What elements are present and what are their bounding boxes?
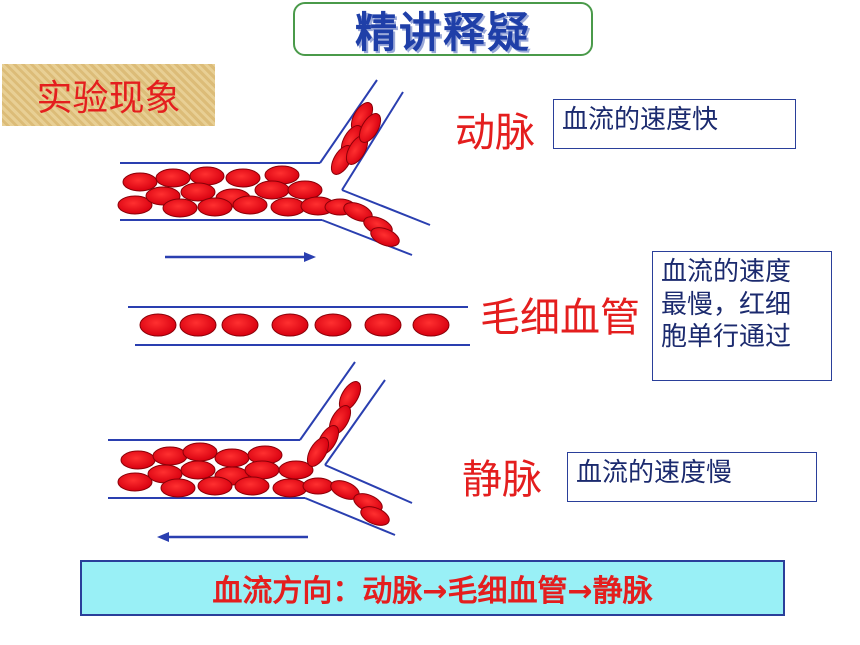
capillary-description-line-2: 最慢，红细 xyxy=(661,289,792,320)
vein-blood-cells xyxy=(117,381,390,526)
capillary-description-line-1: 血流的速度 xyxy=(661,257,792,287)
phenomenon-label-box: 实验现象 xyxy=(2,64,215,126)
artery-description-text: 血流的速度快 xyxy=(562,105,719,135)
artery-vessel xyxy=(120,79,431,256)
artery-flow-arrow xyxy=(165,252,316,262)
vein-description: 血流的速度慢 xyxy=(567,452,817,502)
flow-direction-text: 血流方向：动脉→毛细血管→静脉 xyxy=(212,574,653,609)
artery-blood-cells xyxy=(117,102,400,247)
page-title: 精讲释疑 xyxy=(354,7,531,57)
title-box: 精讲释疑 xyxy=(293,2,593,57)
capillary-description-line-3: 胞单行通过 xyxy=(661,322,792,352)
artery-label: 动脉 xyxy=(455,110,535,156)
flow-direction-box: 血流方向：动脉→毛细血管→静脉 xyxy=(80,560,785,616)
vein-label: 静脉 xyxy=(462,457,542,503)
vein-flow-arrow xyxy=(157,532,308,542)
vein-description-text: 血流的速度慢 xyxy=(576,458,733,488)
capillary-blood-cells xyxy=(139,313,450,337)
vein-vessel xyxy=(108,361,413,536)
capillary-vessel xyxy=(128,306,470,346)
capillary-description: 血流的速度 最慢，红细 胞单行通过 xyxy=(652,251,832,381)
phenomenon-label: 实验现象 xyxy=(36,78,181,119)
artery-description: 血流的速度快 xyxy=(553,99,796,149)
capillary-label: 毛细血管 xyxy=(480,295,640,341)
